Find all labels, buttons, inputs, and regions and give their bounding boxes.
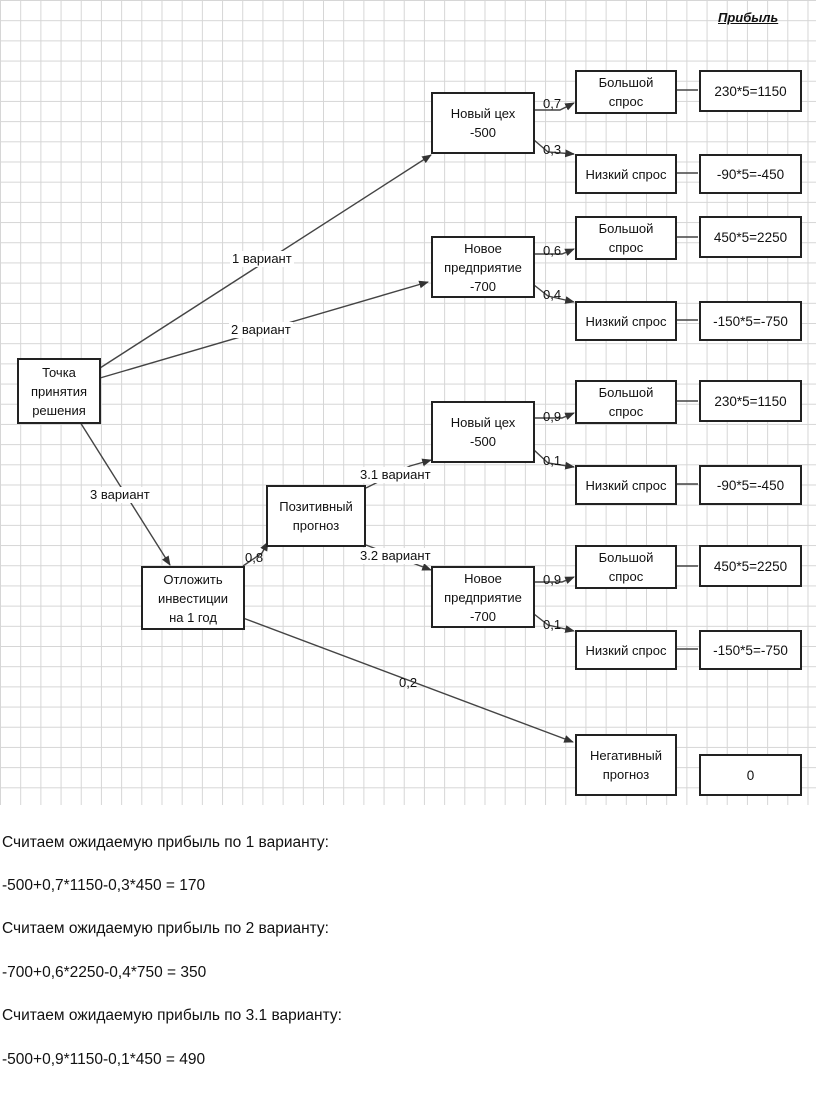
edge-h	[533, 613, 575, 633]
high-demand-node: Большой спрос	[575, 216, 677, 260]
profit-box: -90*5=-450	[699, 154, 802, 194]
probability-label: 0,1	[543, 617, 562, 632]
probability-label: 0,2	[399, 675, 418, 690]
profit-box: 0	[699, 754, 802, 796]
postpone-investment-node: Отложить инвестиции на 1 год	[141, 566, 245, 630]
probability-label: 0,1	[543, 453, 562, 468]
high-demand-node: Большой спрос	[575, 545, 677, 589]
calc-line: Считаем ожидаемую прибыль по 1 варианту:	[2, 834, 329, 851]
calc-line: -700+0,6*2250-0,4*750 = 350	[2, 964, 207, 981]
negative-forecast-node: Негативный прогноз	[575, 734, 677, 796]
edge-g	[534, 576, 575, 585]
edge-label-variant-3-2: 3.2 вариант	[358, 548, 433, 564]
probability-label: 0,4	[543, 287, 562, 302]
edge-label-variant-3-1: 3.1 вариант	[358, 467, 433, 483]
edge-label-variant-1: 1 вариант	[230, 251, 294, 267]
decision-tree-diagram: Прибыль Точка принятия решения Новый цех…	[0, 0, 816, 805]
diagram-edges	[79, 89, 698, 743]
probability-label: 0,3	[543, 142, 562, 157]
profit-box: 450*5=2250	[699, 216, 802, 258]
calc-line: -500+0,9*1150-0,1*450 = 490	[2, 1051, 206, 1068]
edge-neg	[242, 617, 574, 743]
probability-label: 0,7	[543, 96, 562, 111]
probability-label: 0,9	[543, 572, 562, 587]
decision-point-node: Точка принятия решения	[17, 358, 101, 424]
edge-label-variant-2: 2 вариант	[229, 322, 293, 338]
high-demand-node: Большой спрос	[575, 380, 677, 424]
new-enterprise-node-2: Новое предприятие -700	[431, 566, 535, 628]
edge-b	[533, 139, 575, 158]
positive-forecast-node: Позитивный прогноз	[266, 485, 366, 547]
profit-box: -90*5=-450	[699, 465, 802, 505]
probability-label: 0,8	[245, 550, 264, 565]
low-demand-node: Низкий спрос	[575, 465, 677, 505]
calc-line: Считаем ожидаемую прибыль по 2 варианту:	[2, 920, 329, 937]
edge-e	[534, 412, 575, 421]
edge-d	[533, 284, 575, 304]
edge-c	[534, 248, 575, 257]
low-demand-node: Низкий спрос	[575, 154, 677, 194]
profit-box: 450*5=2250	[699, 545, 802, 587]
edge-f	[533, 449, 575, 470]
low-demand-node: Низкий спрос	[575, 630, 677, 670]
new-workshop-node: Новый цех -500	[431, 92, 535, 154]
high-demand-node: Большой спрос	[575, 70, 677, 114]
profit-box: 230*5=1150	[699, 70, 802, 112]
new-workshop-node-2: Новый цех -500	[431, 401, 535, 463]
edge-a	[534, 102, 575, 111]
probability-label: 0,9	[543, 409, 562, 424]
calc-line: Считаем ожидаемую прибыль по 3.1 вариант…	[2, 1007, 342, 1024]
edge-label-variant-3: 3 вариант	[88, 487, 152, 503]
profit-box: 230*5=1150	[699, 380, 802, 422]
calc-line: -500+0,7*1150-0,3*450 = 170	[2, 877, 206, 894]
low-demand-node: Низкий спрос	[575, 301, 677, 341]
probability-label: 0,6	[543, 243, 562, 258]
profit-column-header: Прибыль	[718, 10, 779, 25]
profit-box: -150*5=-750	[699, 630, 802, 670]
profit-box: -150*5=-750	[699, 301, 802, 341]
new-enterprise-node: Новое предприятие -700	[431, 236, 535, 298]
